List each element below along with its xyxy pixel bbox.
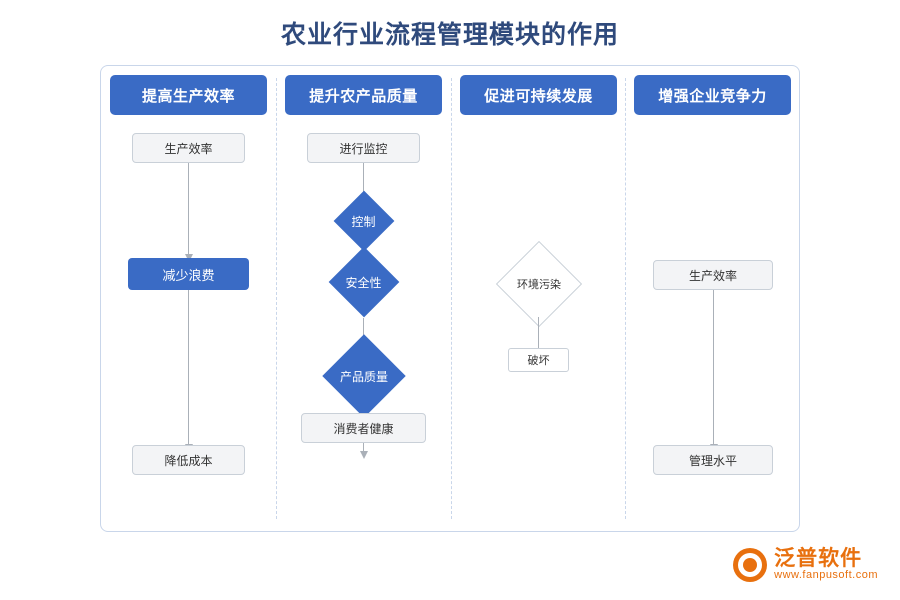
node-c3n1-label: 环境污染	[517, 279, 561, 291]
node-c1n2[interactable]: 减少浪费	[128, 258, 249, 290]
column-header-4: 增强企业竞争力	[634, 75, 791, 115]
column-competitiveness: 增强企业竞争力 生产效率 管理水平	[625, 66, 800, 531]
node-c4n2[interactable]: 管理水平	[653, 445, 773, 475]
logo-dot	[743, 558, 758, 572]
node-c2n3[interactable]: 安全性	[306, 246, 421, 318]
node-c2n4-label: 产品质量	[339, 369, 388, 384]
logo-mark-icon	[733, 548, 768, 582]
column-product-quality: 提升农产品质量 进行监控 控制 安全性 产品质量 消费者健康	[276, 66, 451, 531]
connector-c1n1-c1n2	[184, 163, 193, 262]
node-c1n3[interactable]: 降低成本	[132, 445, 245, 475]
node-c2n2-label: 控制	[351, 214, 376, 229]
connector-c1n2-c1n3	[184, 290, 193, 452]
connector-c3n1-c3n2	[534, 317, 543, 359]
column-header-2: 提升农产品质量	[285, 75, 442, 115]
column-header-3: 促进可持续发展	[460, 75, 617, 115]
node-c4n1[interactable]: 生产效率	[653, 260, 773, 290]
node-c2n1[interactable]: 进行监控	[307, 133, 420, 163]
node-c2n5[interactable]: 消费者健康	[301, 413, 426, 443]
column-header-1: 提高生产效率	[110, 75, 267, 115]
column-production-efficiency: 提高生产效率 生产效率 减少浪费 降低成本	[101, 66, 276, 531]
node-c2n2[interactable]: 控制	[311, 190, 416, 252]
column-divider-3	[625, 78, 626, 519]
node-c2n4[interactable]: 产品质量	[299, 334, 429, 418]
node-c1n1[interactable]: 生产效率	[132, 133, 245, 163]
brand-logo: 泛普软件 www.fanpusoft.com	[733, 548, 878, 582]
column-divider-2	[451, 78, 452, 519]
logo-words: 泛普软件 www.fanpusoft.com	[774, 548, 878, 582]
diagram-board: 提高生产效率 生产效率 减少浪费 降低成本 提升农产品质量 进行监控 控制 安全…	[100, 65, 800, 532]
column-sustainable-development: 促进可持续发展 环境污染 破坏	[451, 66, 626, 531]
column-divider-1	[276, 78, 277, 519]
logo-name-en: www.fanpusoft.com	[774, 569, 878, 582]
logo-name-cn: 泛普软件	[774, 547, 863, 571]
node-c3n2[interactable]: 破坏	[508, 348, 569, 372]
page-title: 农业行业流程管理模块的作用	[280, 21, 619, 49]
node-c2n3-label: 安全性	[345, 275, 382, 290]
node-c3n1[interactable]: 环境污染	[474, 240, 604, 328]
connector-c4n1-c4n2	[709, 290, 718, 452]
